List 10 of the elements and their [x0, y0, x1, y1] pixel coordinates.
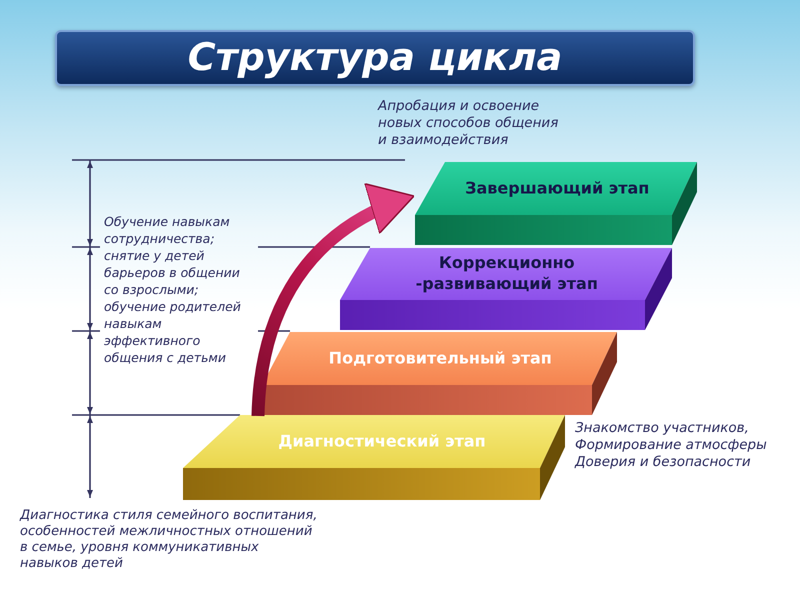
title-text: Структура цикла: [188, 37, 562, 79]
step-label: Коррекционно -развивающий этап: [414, 253, 599, 295]
description-text: Апробация и освоение новых способов общения и взаимодействия: [378, 98, 560, 149]
curved-arrow: [252, 186, 416, 416]
step-label: Диагностический этап: [278, 431, 486, 452]
description-text: Диагностика стиля семейного воспитания, особенностей межличностных отношений в семье, уровня коммуникативных навыков детей: [20, 508, 318, 572]
step-label: Завершающий этап: [465, 178, 650, 199]
step-label: Подготовительный этап: [328, 348, 552, 369]
description-text: Знакомство участников, Формирование атмосферы Доверия и безопасности: [575, 420, 768, 471]
description-text: Обучение навыкам сотрудничества; снятие у детей барьеров в общении со взрослыми; обучение родителей навыкам эффективного общения с детьми: [104, 213, 242, 366]
